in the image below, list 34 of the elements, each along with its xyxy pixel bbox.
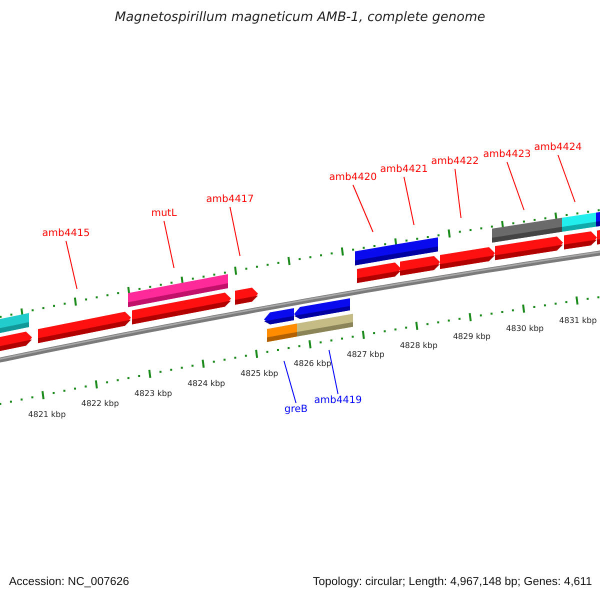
position-label: 4827 kbp xyxy=(346,349,384,362)
position-label: 4831 kbp xyxy=(559,314,597,327)
gene-name: mutL xyxy=(151,208,177,220)
gene-name: greB xyxy=(284,404,308,416)
leader-line xyxy=(230,206,240,256)
position-label: 4823 kbp xyxy=(134,388,172,400)
leader-line xyxy=(164,220,174,268)
leader-line xyxy=(506,162,524,210)
position-label: 4822 kbp xyxy=(81,398,119,410)
gene-name: amb4420 xyxy=(329,172,377,184)
accession-text: Accession: NC_007626 xyxy=(9,575,130,590)
leader-line xyxy=(454,168,462,218)
position-label: 4821 kbp xyxy=(28,408,66,421)
gene-name: amb4417 xyxy=(206,194,254,206)
leader-line xyxy=(352,184,374,232)
position-label: 4824 kbp xyxy=(187,378,226,390)
position-label: 4825 kbp xyxy=(240,368,278,380)
leader-line xyxy=(558,154,576,202)
gene-name: amb4423 xyxy=(483,149,531,161)
leader-line xyxy=(328,350,338,394)
leader-line xyxy=(284,360,296,404)
gene-name: amb4421 xyxy=(380,164,428,176)
gene-name: amb4422 xyxy=(431,156,479,168)
chart-title: Magnetospirillum magneticum AMB-1, complete genome xyxy=(114,10,486,26)
gene-name: amb4415 xyxy=(42,228,90,240)
position-label: 4830 kbp xyxy=(506,322,544,335)
position-label: 4826 kbp xyxy=(294,358,332,370)
gene-name: amb4424 xyxy=(534,142,582,154)
leader-line xyxy=(66,240,78,290)
genome-info-text: Topology: circular; Length: 4,967,148 bp; Genes: 4,611 xyxy=(312,575,592,590)
leader-line xyxy=(404,176,414,226)
position-label: 4829 kbp xyxy=(452,331,491,344)
gene-name: amb4419 xyxy=(314,395,362,407)
position-label: 4828 kbp xyxy=(400,340,438,352)
